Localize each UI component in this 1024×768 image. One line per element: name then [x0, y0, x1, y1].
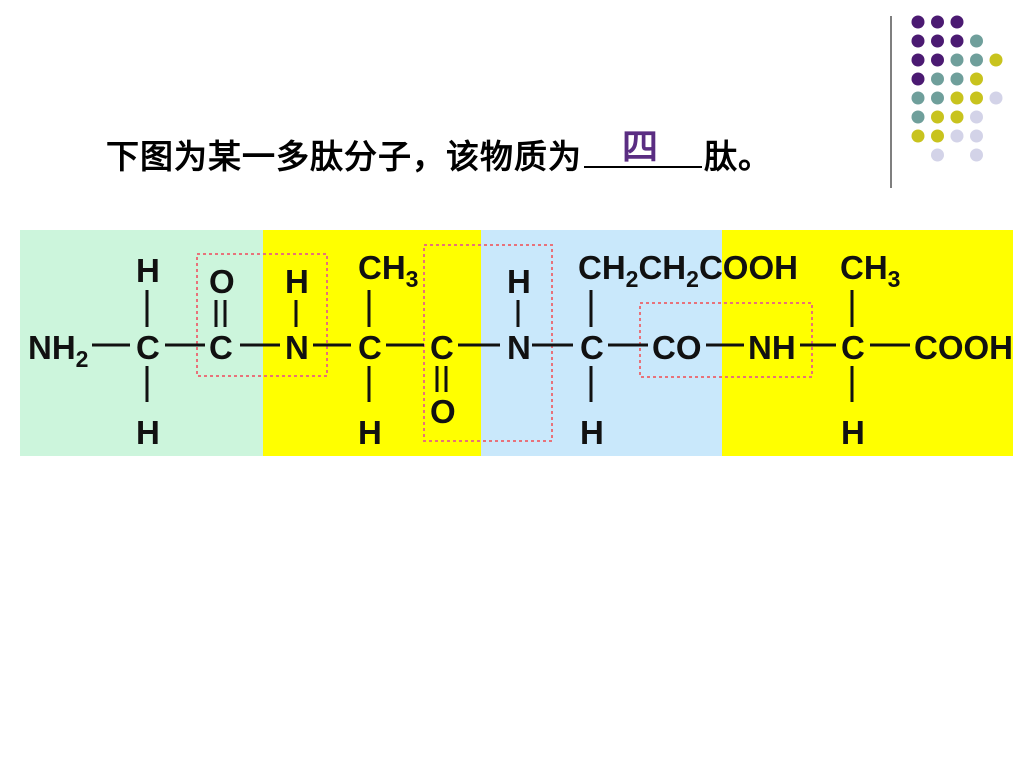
decoration-dot [950, 72, 964, 86]
amide-3-group: NH [748, 329, 796, 366]
decoration-dot [970, 72, 983, 86]
alpha-carbon-1-h-top: H [136, 252, 160, 289]
decoration-dot [931, 15, 944, 29]
decoration-dot [970, 110, 983, 124]
alpha-carbon-1-h-bottom: H [136, 414, 160, 451]
alpha-carbon-4-h-bottom: H [841, 414, 865, 451]
alpha-carbon-3-h-bottom: H [580, 414, 604, 451]
amide-1-hydrogen: H [285, 263, 309, 300]
decoration-dot [950, 53, 964, 67]
decoration-dot [911, 72, 925, 86]
residue-1-background [20, 230, 263, 456]
decoration-dot [970, 91, 983, 105]
decoration-dot [970, 148, 983, 162]
decoration-dot [970, 53, 983, 67]
side-chain-ch2ch2cooh: CH2CH2COOH [578, 249, 798, 292]
carboxyl-group-label: COOH [914, 329, 1013, 366]
decoration-dot [950, 15, 964, 29]
answer-text: 四 [622, 127, 660, 168]
question-prefix: 下图为某一多肽分子，该物质为 [106, 137, 582, 176]
decoration-dot [911, 91, 925, 105]
decoration-dot [911, 129, 925, 143]
carbonyl-2-carbon: C [430, 329, 454, 366]
decoration-dot [950, 129, 964, 143]
decoration-dot [970, 129, 983, 143]
decoration-dot [931, 72, 944, 86]
alpha-carbon-2-h-bottom: H [358, 414, 382, 451]
decoration-dot [931, 129, 944, 143]
decoration-dot [931, 110, 944, 124]
answer-blank: 四 [584, 127, 702, 168]
decoration-dot [911, 110, 925, 124]
residue-4-background [722, 230, 1013, 456]
carbonyl-1-oxygen: O [209, 263, 235, 300]
amide-2-hydrogen: H [507, 263, 531, 300]
decoration-dot [950, 91, 964, 105]
decoration-dot [931, 53, 944, 67]
decoration-dot [989, 53, 1003, 67]
decoration-dot [931, 34, 944, 48]
decoration-dot [931, 91, 944, 105]
methyl-group-1: CH3 [358, 249, 418, 292]
decoration-dot [970, 34, 983, 48]
alpha-carbon-2: C [358, 329, 382, 366]
amide-1-nitrogen: N [285, 329, 309, 366]
decoration-dot [931, 148, 944, 162]
carbonyl-3-group: CO [652, 329, 702, 366]
peptide-bond-box-3 [639, 302, 813, 378]
carbonyl-2-oxygen: O [430, 393, 456, 430]
carbonyl-1-carbon: C [209, 329, 233, 366]
residue-2-background [263, 230, 481, 456]
amino-group-label: NH2 [28, 329, 88, 372]
alpha-carbon-3: C [580, 329, 604, 366]
alpha-carbon-4: C [841, 329, 865, 366]
decoration-dot [911, 15, 925, 29]
question-suffix: 肽。 [704, 137, 772, 176]
bond-lines [92, 290, 910, 402]
alpha-carbon-1: C [136, 329, 160, 366]
amide-2-nitrogen: N [507, 329, 531, 366]
decoration-dot [911, 53, 925, 67]
decoration-dot [950, 34, 964, 48]
decoration-dot [911, 34, 925, 48]
decoration-dot [989, 91, 1003, 105]
decoration-dot [950, 110, 964, 124]
question-text: 下图为某一多肽分子，该物质为 四 肽。 [106, 127, 772, 178]
dot-grid-decoration-icon [911, 15, 1003, 162]
methyl-group-2: CH3 [840, 249, 900, 292]
title-divider-line [890, 16, 892, 188]
residue-3-background [481, 230, 722, 456]
